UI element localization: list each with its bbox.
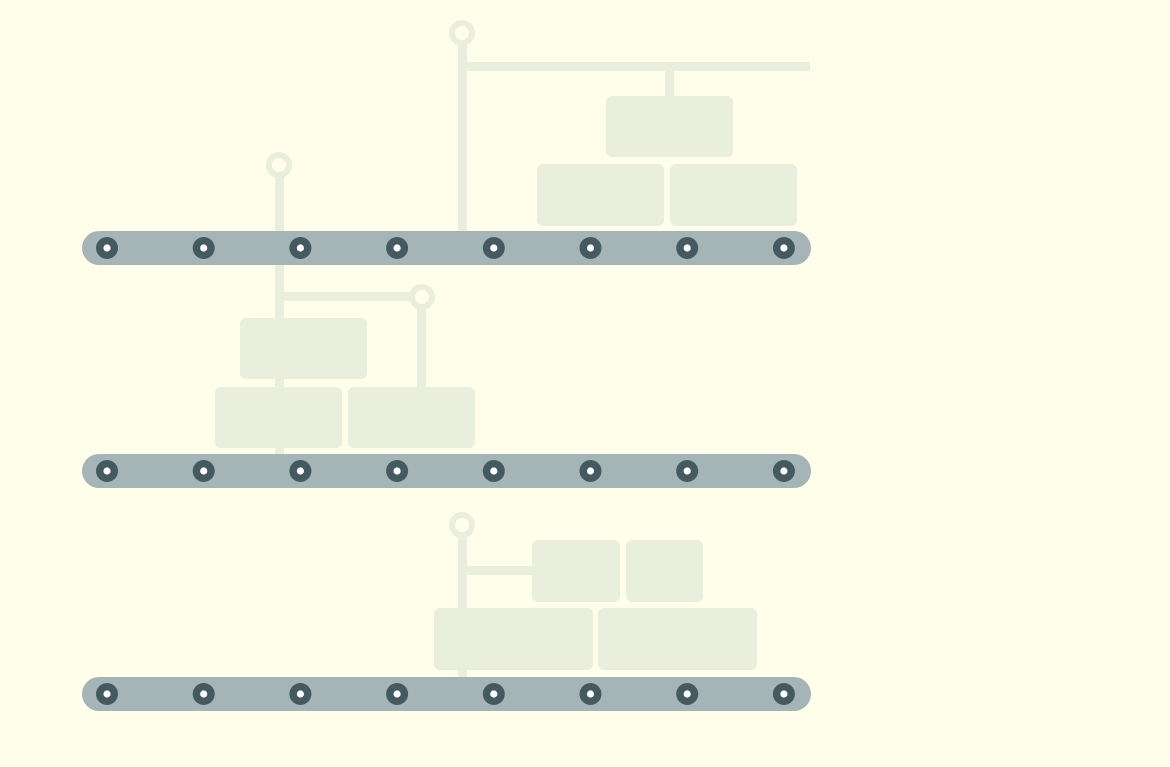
conveyor-bottom xyxy=(82,677,811,711)
box-stack-middle xyxy=(215,318,475,448)
pipe-icon xyxy=(279,292,413,301)
roller-hub xyxy=(490,244,498,252)
conveyor-middle xyxy=(82,454,811,488)
pipe-icon xyxy=(458,40,467,234)
box-icon xyxy=(598,608,757,670)
conveyor-belt-icon xyxy=(82,454,811,488)
box-icon xyxy=(348,387,475,448)
box-icon xyxy=(537,164,664,226)
box-stack-bottom xyxy=(434,540,757,670)
roller-hub xyxy=(780,467,788,475)
box-icon xyxy=(532,540,620,602)
roller-hub xyxy=(393,690,401,698)
roller-hub xyxy=(103,690,111,698)
conveyor-belts xyxy=(82,231,811,711)
roller-hub xyxy=(780,690,788,698)
roller-hub xyxy=(586,244,595,252)
roller-hub xyxy=(586,467,595,475)
conveyor-belt-icon xyxy=(82,677,811,711)
box-icon xyxy=(626,540,703,602)
roller-hub xyxy=(780,244,788,252)
roller-hub xyxy=(393,244,401,252)
roller-hub xyxy=(490,467,498,475)
roller-hub xyxy=(103,467,111,475)
pipe-icon xyxy=(462,566,537,575)
machinery-top xyxy=(266,20,810,234)
roller-hub xyxy=(296,244,304,252)
roller-hub xyxy=(296,467,304,475)
roller-hub xyxy=(683,467,691,475)
valve-ring-icon xyxy=(449,20,475,46)
valve-ring-icon xyxy=(449,512,475,538)
box-stack-top xyxy=(537,96,797,226)
roller-hub xyxy=(490,690,498,698)
pipe-icon xyxy=(665,66,674,98)
conveyor-belt-icon xyxy=(82,231,811,265)
box-icon xyxy=(606,96,733,157)
box-icon xyxy=(240,318,367,379)
pipe-icon xyxy=(462,62,810,71)
pipe-icon xyxy=(275,172,284,234)
valve-ring-icon xyxy=(266,152,292,178)
roller-hub xyxy=(200,690,208,698)
roller-hub xyxy=(200,467,208,475)
box-icon xyxy=(434,608,593,670)
roller-hub xyxy=(296,690,304,698)
roller-hub xyxy=(683,244,691,252)
conveyor-top xyxy=(82,231,811,265)
box-icon xyxy=(215,387,342,448)
roller-hub xyxy=(393,467,401,475)
roller-hub xyxy=(586,690,595,698)
box-icon xyxy=(670,164,797,226)
roller-hub xyxy=(683,690,691,698)
pipe-icon xyxy=(417,305,426,390)
roller-hub xyxy=(103,244,111,252)
roller-hub xyxy=(200,244,208,252)
